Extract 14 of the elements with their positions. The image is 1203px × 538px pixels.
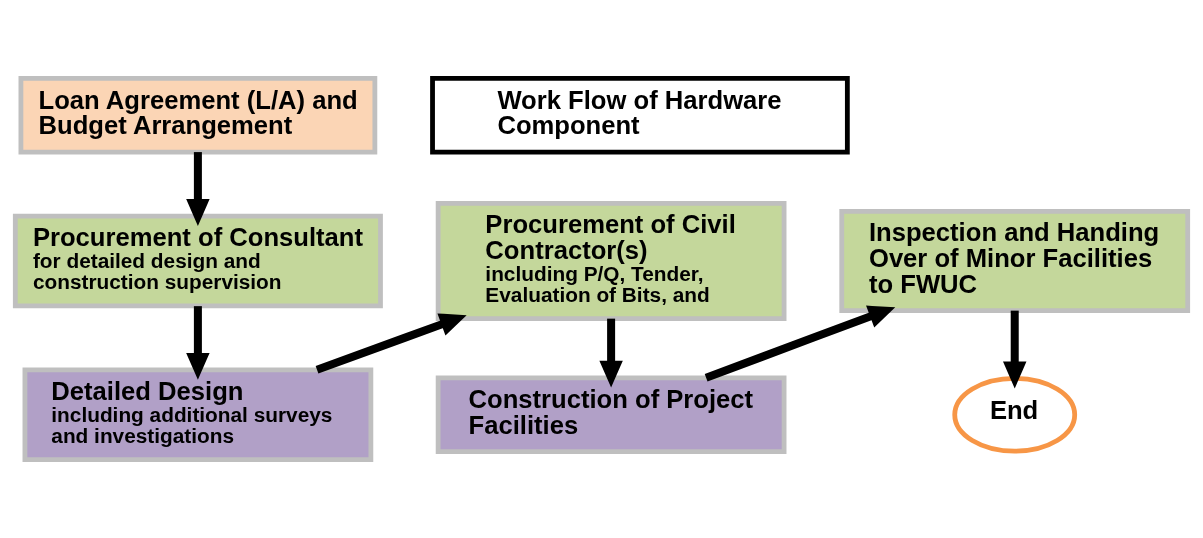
arrow bbox=[1003, 310, 1027, 389]
arrow bbox=[186, 306, 210, 380]
node-box: Work Flow of Hardware Component bbox=[430, 76, 850, 155]
arrow bbox=[599, 318, 623, 388]
arrow bbox=[315, 313, 467, 374]
node-box: Detailed Design including additional surveys and investigations bbox=[22, 367, 374, 462]
node-box: Inspection and Handing Over of Minor Facilities to FWUC bbox=[839, 208, 1191, 314]
node-ellipse: End bbox=[952, 375, 1078, 454]
node-box: Construction of Project Facilities bbox=[435, 375, 787, 454]
node-box: Procurement of Consultant for detailed design and construction supervision bbox=[12, 213, 383, 309]
node-box: Loan Agreement (L/A) and Budget Arrangement bbox=[18, 76, 378, 155]
arrow bbox=[186, 152, 210, 226]
node-box: Procurement of Civil Contractor(s) including P/Q, Tender, Evaluation of Bits, and bbox=[435, 200, 787, 322]
arrow bbox=[704, 305, 896, 382]
